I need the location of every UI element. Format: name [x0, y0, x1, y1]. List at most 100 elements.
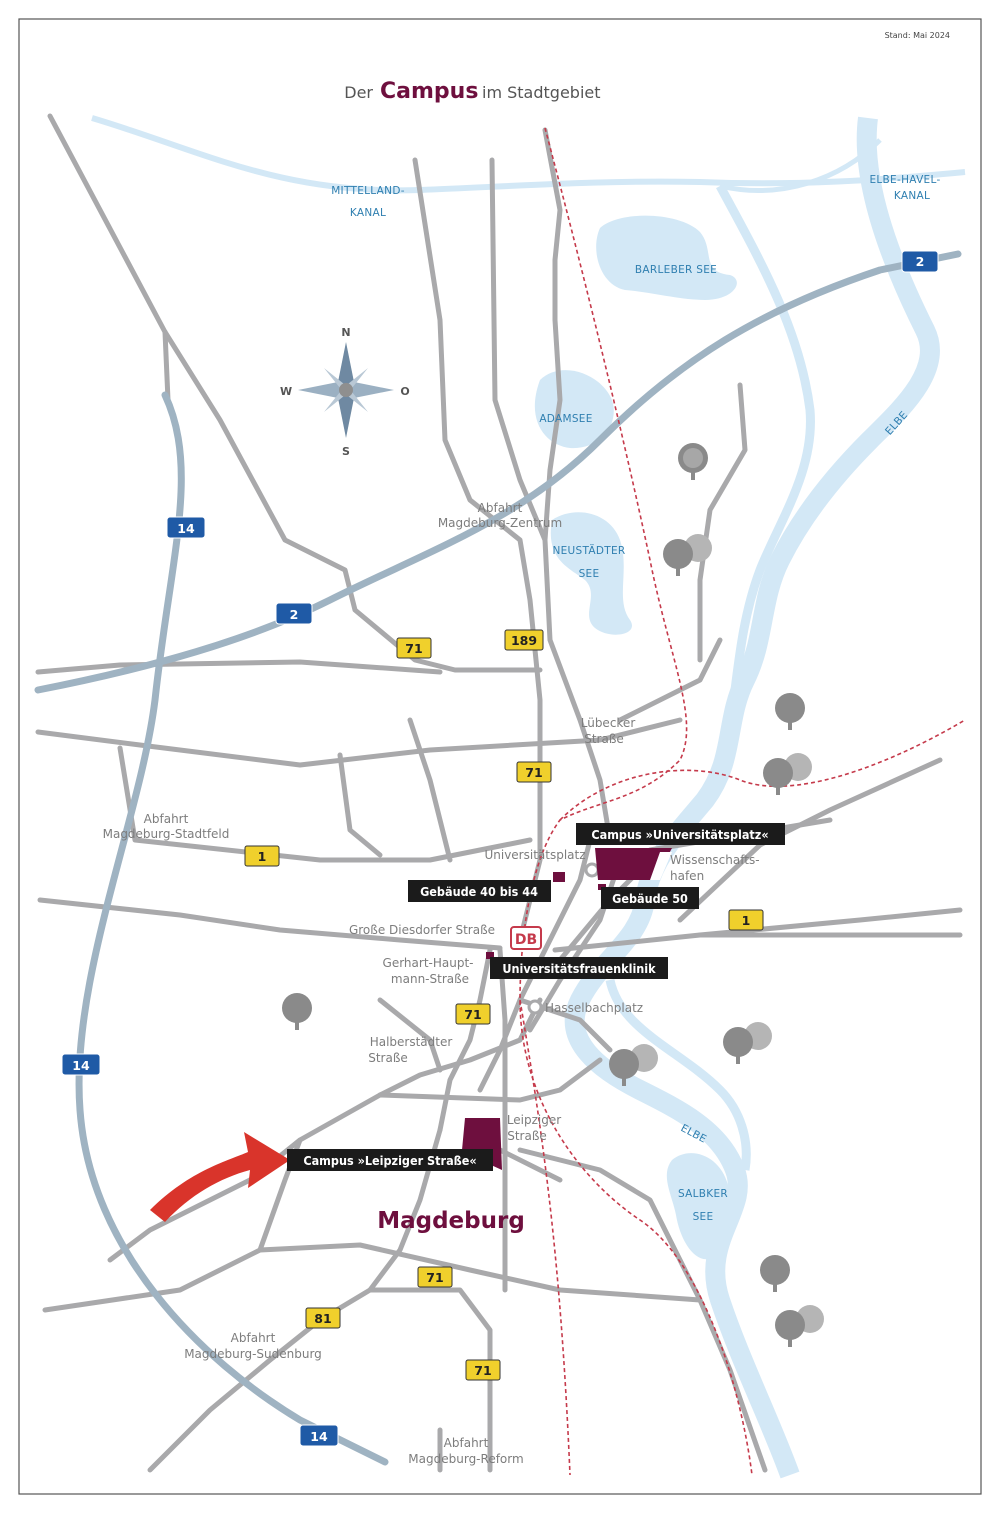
label-neustaedter-1: NEUSTÄDTER	[552, 544, 625, 557]
compass-n: N	[341, 326, 350, 339]
roundabout-hasselbachplatz	[527, 999, 543, 1015]
title-suffix: im Stadtgebiet	[482, 83, 601, 102]
shield-b189: 189	[504, 629, 544, 651]
svg-text:71: 71	[525, 765, 542, 780]
road	[489, 157, 548, 543]
label-luebecker-1: Lübecker	[581, 716, 636, 730]
direction-arrow-icon	[150, 1132, 290, 1222]
road	[147, 1127, 443, 1473]
label-abfahrt-sudenburg-2: Magdeburg-Sudenburg	[184, 1347, 322, 1361]
label-grosse-diesdorfer: Große Diesdorfer Straße	[349, 923, 495, 937]
compass-o: O	[400, 385, 409, 398]
label-mittellandkanal-2: KANAL	[350, 207, 386, 219]
db-station-icon: DB	[510, 926, 542, 950]
campus-labels: Campus »Universitätsplatz« Gebäude 40 bi…	[287, 823, 785, 1171]
shield-a14-south: 14	[299, 1424, 339, 1447]
road	[337, 752, 383, 858]
road	[42, 1242, 703, 1313]
label-universitaetsplatz: Universitätsplatz	[484, 848, 585, 862]
road	[35, 717, 683, 768]
label-gerhart-1: Gerhart-Haupt-	[383, 956, 474, 970]
svg-text:Gebäude 40 bis 44: Gebäude 40 bis 44	[420, 884, 538, 899]
label-frauenklinik: Universitätsfrauenklinik	[490, 957, 668, 979]
road	[37, 897, 503, 951]
svg-text:14: 14	[72, 1058, 90, 1073]
label-gerhart-2: mann-Straße	[391, 972, 469, 986]
autobahn-a2	[34, 250, 962, 694]
place-labels: Abfahrt Magdeburg-Zentrum Abfahrt Magdeb…	[103, 501, 760, 1466]
svg-text:81: 81	[314, 1311, 331, 1326]
label-elbe-havel-2: KANAL	[894, 190, 930, 202]
road	[47, 113, 543, 673]
label-leipziger-2: Straße	[507, 1129, 547, 1143]
label-leipziger-1: Leipziger	[507, 1113, 561, 1127]
page-title: Der Campus im Stadtgebiet	[344, 79, 600, 104]
elbe-side-arm	[605, 978, 751, 1171]
tree-icon	[609, 1044, 658, 1086]
label-abfahrt-stadtfeld-1: Abfahrt	[144, 812, 189, 826]
label-abfahrt-sudenburg-1: Abfahrt	[231, 1331, 276, 1345]
shield-b71-e: 71	[465, 1359, 501, 1381]
title-main: Campus	[380, 79, 478, 104]
label-mittellandkanal-1: MITTELLAND-	[331, 185, 405, 197]
tree-icon	[763, 753, 812, 795]
alte-elbe	[716, 183, 815, 691]
shield-a2-east: 2	[901, 250, 939, 273]
road	[497, 1147, 563, 1183]
water-labels: MITTELLAND- KANAL ELBE-HAVEL- KANAL BARL…	[331, 174, 940, 1223]
tree-icon	[775, 1305, 824, 1347]
svg-text:Gebäude 50: Gebäude 50	[612, 891, 688, 906]
label-halberstaedter-1: Halberstädter	[370, 1035, 453, 1049]
autobahn-a14	[75, 391, 389, 1466]
title-prefix: Der	[344, 83, 373, 102]
svg-text:Campus »Leipziger Straße«: Campus »Leipziger Straße«	[303, 1153, 476, 1168]
label-salbker-1: SALBKER	[678, 1188, 728, 1200]
svg-text:71: 71	[474, 1363, 491, 1378]
compass-rose-icon: N S W O	[280, 326, 410, 458]
shield-a2-west: 2	[275, 602, 313, 625]
svg-text:Universitätsfrauenklinik: Universitätsfrauenklinik	[502, 961, 656, 976]
gebaeude-40-44-area	[553, 872, 565, 882]
tree-icon	[282, 993, 312, 1030]
label-wissenschaftshafen-2: hafen	[670, 869, 704, 883]
label-gebaeude-40-44: Gebäude 40 bis 44	[408, 880, 551, 902]
shield-a14-west: 14	[61, 1053, 101, 1076]
label-abfahrt-stadtfeld-2: Magdeburg-Stadtfeld	[103, 827, 230, 841]
compass-w: W	[280, 385, 292, 398]
label-halberstaedter-2: Straße	[368, 1051, 408, 1065]
shield-b71-c: 71	[455, 1003, 491, 1025]
label-salbker-2: SEE	[693, 1211, 714, 1223]
neustaedter-see	[550, 512, 632, 635]
tree-icon	[760, 1255, 790, 1292]
label-campus-leipziger: Campus »Leipziger Straße«	[287, 1149, 493, 1171]
shield-b81: 81	[305, 1307, 341, 1329]
svg-text:1: 1	[742, 913, 751, 928]
road	[35, 659, 443, 675]
label-abfahrt-reform-1: Abfahrt	[444, 1436, 489, 1450]
campus-universitaetsplatz-area	[595, 848, 672, 880]
compass-s: S	[342, 445, 350, 458]
road	[697, 382, 748, 663]
salbker-see	[666, 1153, 732, 1260]
road	[552, 907, 963, 953]
label-campus-universitaetsplatz: Campus »Universitätsplatz«	[576, 823, 785, 845]
roundabout-universitaetsplatz	[584, 862, 600, 878]
autobahn-layer	[34, 250, 962, 1466]
svg-text:71: 71	[405, 641, 422, 656]
svg-text:14: 14	[310, 1429, 328, 1444]
road	[497, 947, 508, 1293]
tree-icon	[663, 534, 712, 576]
label-wissenschaftshafen-1: Wissenschafts-	[670, 853, 760, 867]
svg-text:189: 189	[511, 633, 537, 648]
svg-text:2: 2	[916, 254, 925, 269]
label-adamsee: ADAMSEE	[539, 413, 592, 425]
shield-b71-d: 71	[417, 1266, 453, 1288]
road-shields: 2 2 14 14 14 71 189 71	[61, 250, 939, 1447]
svg-text:2: 2	[290, 607, 299, 622]
label-abfahrt-zentrum-1: Abfahrt	[478, 501, 523, 515]
rail-layer	[519, 127, 966, 1476]
roundabouts	[527, 862, 600, 1015]
label-gebaeude-50: Gebäude 50	[601, 887, 699, 909]
shield-b1-west: 1	[244, 845, 280, 867]
